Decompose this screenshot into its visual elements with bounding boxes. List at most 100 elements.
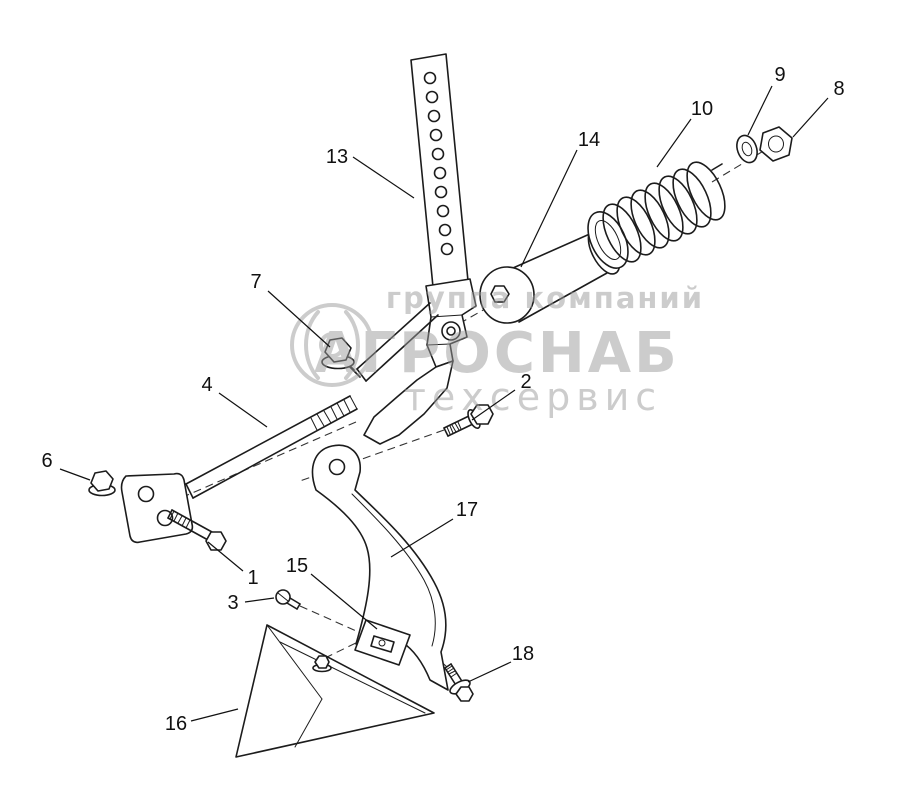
spring-end-bore — [594, 220, 622, 260]
bar-hole — [438, 223, 452, 237]
washer-outer — [736, 134, 758, 164]
watermark-logo-hub — [319, 332, 345, 358]
part-15-plate — [354, 619, 411, 666]
bar-hole — [434, 185, 448, 199]
part-17-bracket — [311, 444, 449, 691]
washer-hole — [741, 141, 753, 157]
label-16: 16 — [165, 708, 239, 735]
part-number-4: 4 — [201, 374, 212, 396]
axis-cylinder — [447, 300, 500, 331]
clamp-holder — [343, 278, 477, 445]
part-number-1: 1 — [247, 567, 258, 589]
bracket-edge-line — [351, 493, 436, 647]
spring-coil — [686, 161, 726, 221]
spring-coil — [616, 196, 656, 256]
part-number-15: 15 — [286, 555, 308, 577]
rod-edge — [192, 408, 358, 499]
part-number-16: 16 — [165, 713, 187, 735]
sleeve-end-hex — [490, 285, 510, 303]
rod-edge — [185, 395, 351, 485]
bar-hole — [429, 128, 443, 142]
bar-hole — [431, 147, 445, 161]
watermark: группа компаний АГРОСНАБ техсервис — [290, 281, 704, 419]
share-wing-edge — [279, 641, 426, 714]
label-17: 17 — [390, 499, 478, 558]
spring-coil — [644, 182, 684, 242]
part-1-bolt — [167, 509, 227, 551]
label-4: 4 — [201, 374, 268, 428]
watermark-logo — [290, 303, 374, 387]
label-10: 10 — [656, 98, 713, 168]
sleeve-bottom-edge — [518, 272, 608, 323]
share-crease — [294, 698, 323, 748]
part-10-spring — [587, 161, 726, 269]
plate-slot-hole — [378, 639, 386, 647]
clevis-hole — [156, 509, 174, 527]
bolt-tip — [443, 427, 449, 437]
bolt-thread-hatch — [446, 421, 462, 435]
nut-hole — [768, 135, 784, 153]
leader-line-8 — [792, 97, 829, 138]
spring-coil — [630, 189, 670, 249]
bolt-shaft-edge — [447, 422, 476, 437]
bolt-shaft-edge — [167, 517, 209, 541]
part-number-3: 3 — [227, 592, 238, 614]
watermark-text-3: техсервис — [404, 375, 662, 419]
leader-line-10 — [656, 118, 692, 168]
clamp-boss-hole — [446, 326, 456, 336]
plate-slot — [370, 635, 395, 653]
bar-hole — [440, 242, 454, 256]
leader-line-9 — [747, 85, 773, 136]
part-number-10: 10 — [691, 98, 713, 120]
label-7: 7 — [250, 271, 331, 348]
label-14: 14 — [520, 129, 600, 268]
leader-line-2 — [471, 389, 516, 421]
label-6: 6 — [41, 450, 91, 481]
axis-rod-clevis — [175, 421, 357, 501]
share-crease — [266, 624, 323, 700]
watermark-text-2: АГРОСНАБ — [314, 321, 680, 386]
label-8: 8 — [792, 78, 845, 138]
watermark-text-1: группа компаний — [386, 281, 704, 315]
clevis-hole — [137, 485, 155, 503]
label-3: 3 — [227, 592, 275, 614]
part-16-share — [235, 624, 435, 758]
rod-end-cap — [185, 483, 194, 499]
leader-line-4 — [218, 392, 268, 428]
bolt-thread-hatch — [169, 510, 191, 529]
part-number-13: 13 — [326, 146, 348, 168]
label-13: 13 — [326, 146, 415, 199]
label-2: 2 — [471, 371, 532, 421]
bolt-thread-hatch — [445, 665, 458, 678]
nut-hex — [759, 126, 793, 162]
spring-wire-end — [711, 163, 723, 171]
watermark-logo-arc — [304, 310, 320, 380]
screw-tip — [296, 603, 301, 610]
spring-coil — [658, 175, 698, 235]
part-number-7: 7 — [250, 271, 261, 293]
screw-shaft-edge — [289, 597, 301, 605]
leader-line-7 — [267, 290, 331, 348]
bracket-hole — [328, 458, 346, 476]
bracket-body — [311, 444, 449, 691]
clamp-strap-edge — [365, 314, 439, 382]
nut-hex — [90, 470, 114, 492]
clamp-strap-cap — [356, 368, 367, 382]
part-number-9: 9 — [774, 64, 785, 86]
part-13-bar — [410, 53, 469, 288]
bar-holes — [423, 71, 454, 256]
watermark-logo-arc — [344, 310, 360, 380]
bar-hole — [436, 204, 450, 218]
leader-line-3 — [244, 597, 275, 603]
label-1: 1 — [207, 541, 259, 589]
bolt-shaft-edge — [171, 509, 213, 533]
bar-hole — [433, 166, 447, 180]
rod-clevis — [120, 472, 194, 544]
screw-slot — [277, 592, 289, 602]
leader-line-17 — [390, 518, 454, 558]
part-number-2: 2 — [520, 371, 531, 393]
part-number-14: 14 — [578, 129, 600, 151]
spring-coil — [672, 168, 712, 228]
